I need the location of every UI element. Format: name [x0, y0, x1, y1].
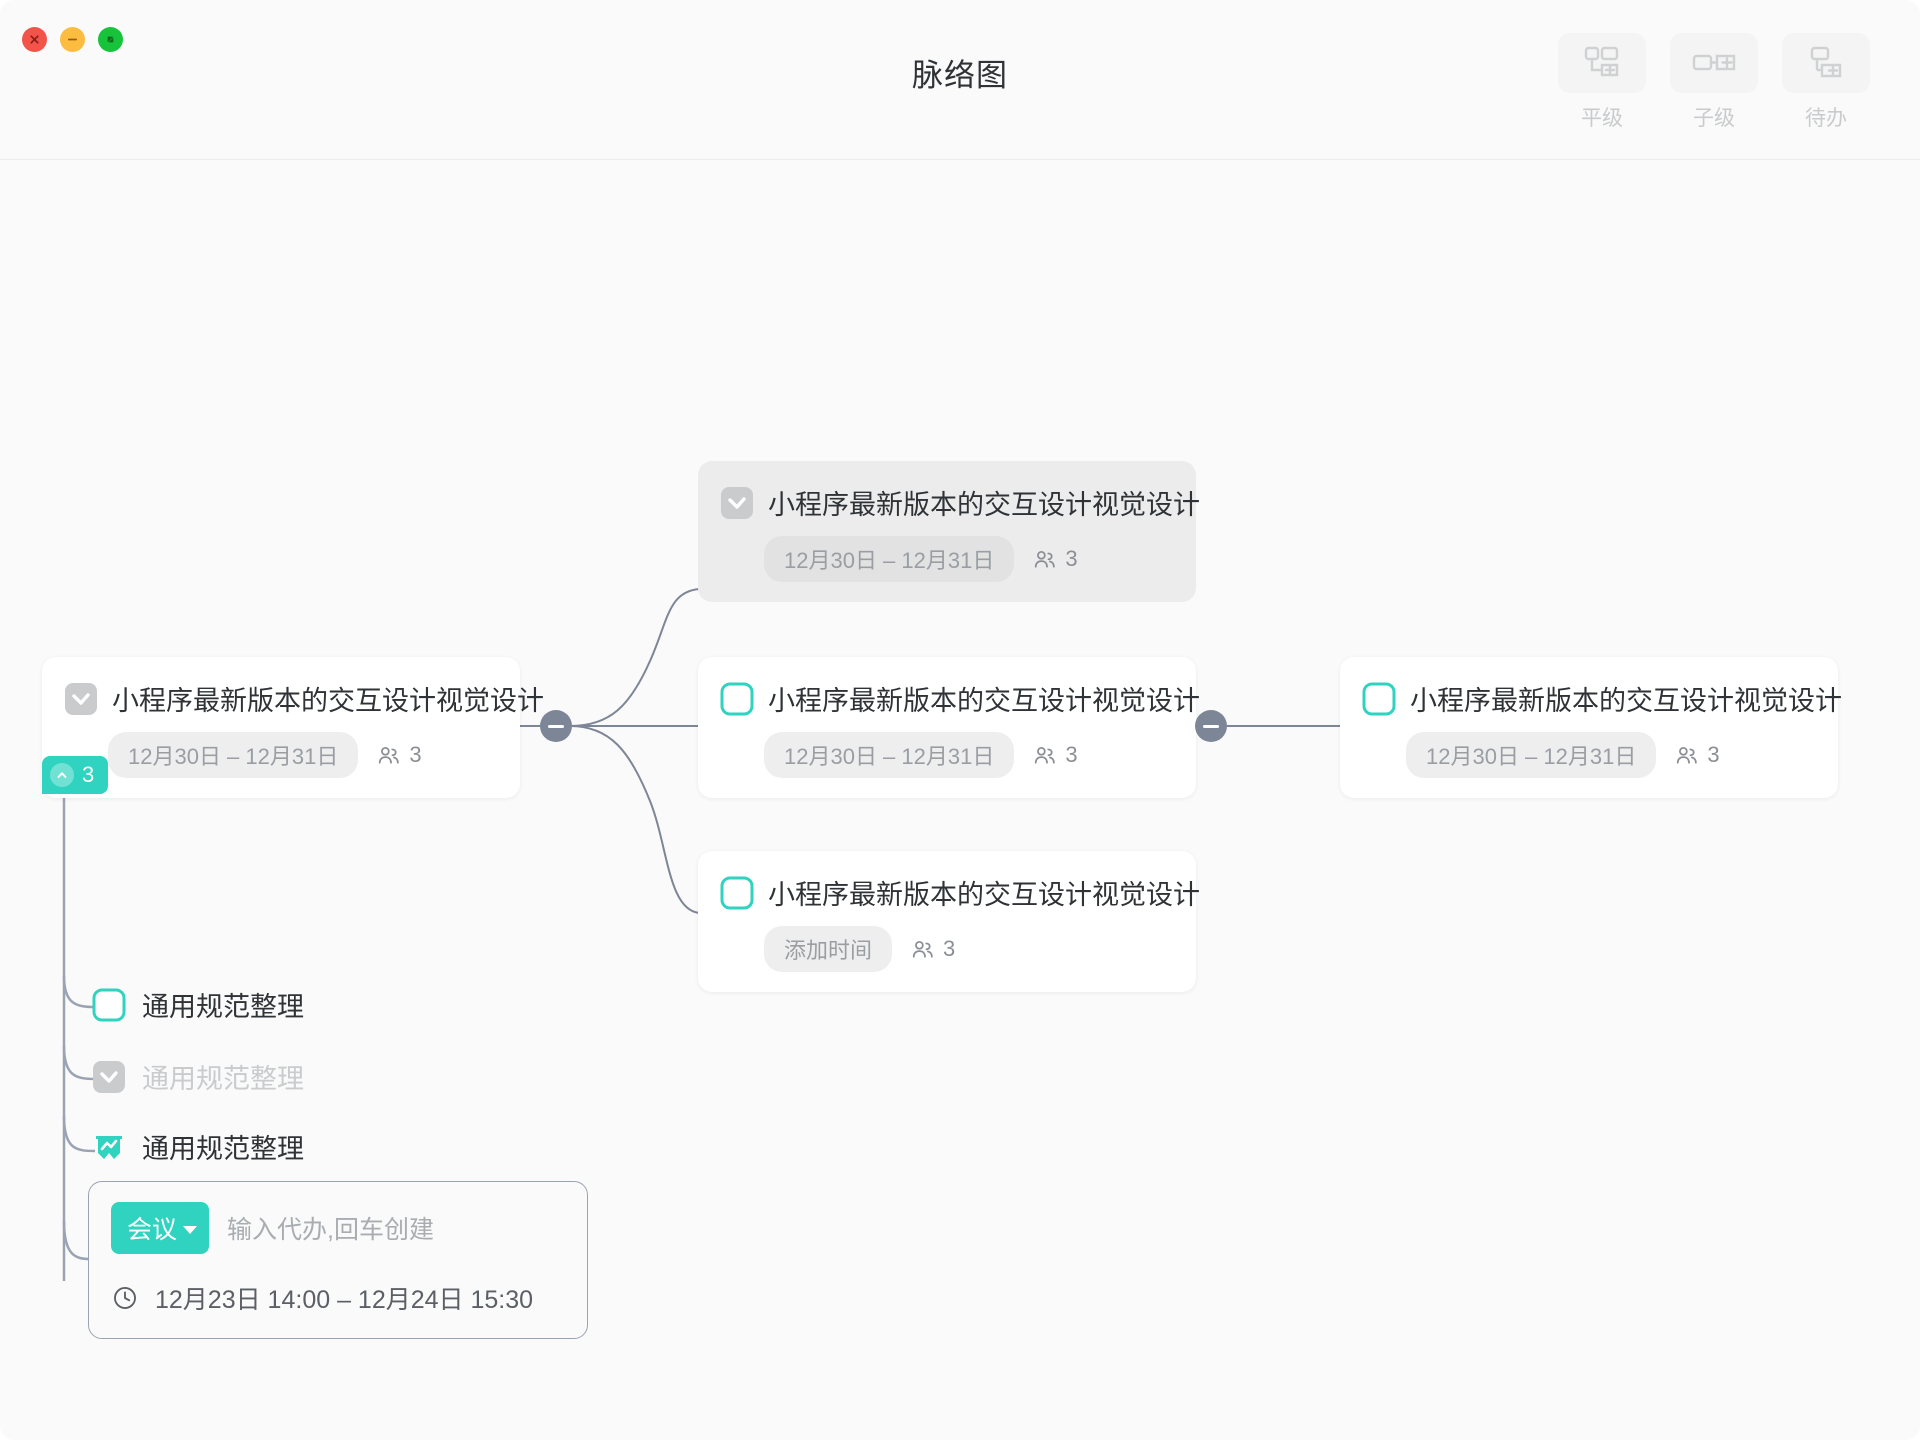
members-count-branch-bottom: 3	[943, 936, 956, 961]
todo-time-row[interactable]: 12月23日 14:00 – 12月24日 15:30	[111, 1280, 565, 1316]
members-count-root: 3	[409, 742, 422, 767]
toolbar-button-sibling[interactable]: 平级	[1556, 33, 1648, 132]
subitem-row-2[interactable]: 通用规范整理	[92, 1057, 304, 1096]
members-branch-bottom: 3	[910, 936, 955, 962]
date-pill-leaf-right[interactable]: 12月30日 – 12月31日	[1406, 732, 1657, 778]
node-header-root: 小程序最新版本的交互设计视觉设计	[64, 679, 544, 718]
maximize-icon	[107, 36, 114, 43]
node-meta-root: 12月30日 – 12月31日 3	[108, 732, 492, 778]
todo-type-label: 会议	[127, 1216, 178, 1244]
date-pill-branch-top[interactable]: 12月30日 – 12月31日	[764, 536, 1015, 582]
collapse-handle-root[interactable]	[540, 710, 572, 742]
members-count-branch-middle: 3	[1065, 742, 1078, 767]
toolbar-label-sibling: 平级	[1581, 107, 1623, 130]
node-meta-branch-top: 12月30日 – 12月31日 3	[764, 536, 1168, 582]
toolbar-icon-wrap-child	[1670, 33, 1758, 93]
toolbar: 平级 子级	[1556, 33, 1872, 132]
node-title-root: 小程序最新版本的交互设计视觉设计	[112, 686, 544, 716]
node-title-branch-bottom: 小程序最新版本的交互设计视觉设计	[768, 880, 1200, 910]
node-meta-branch-bottom: 添加时间 3	[764, 926, 1168, 972]
node-header-leaf-right: 小程序最新版本的交互设计视觉设计	[1362, 679, 1842, 718]
checkbox-unchecked-teal-icon[interactable]	[1362, 682, 1396, 716]
checkbox-checked-gray-icon[interactable]	[92, 1060, 126, 1094]
todo-text-input[interactable]: 输入代办,回车创建	[227, 1216, 434, 1244]
toolbar-label-todo: 待办	[1805, 107, 1847, 130]
node-header-branch-bottom: 小程序最新版本的交互设计视觉设计	[720, 873, 1200, 912]
presentation-chart-icon[interactable]	[92, 1130, 126, 1164]
toolbar-button-child[interactable]: 子级	[1668, 33, 1760, 132]
close-window-button[interactable]	[22, 27, 47, 52]
minus-icon	[548, 724, 564, 728]
toolbar-button-todo[interactable]: 待办	[1780, 33, 1872, 132]
node-card-branch-bottom[interactable]: 小程序最新版本的交互设计视觉设计 添加时间 3	[698, 851, 1200, 992]
subitem-row-3[interactable]: 通用规范整理	[92, 1127, 304, 1166]
subitem-label-2: 通用规范整理	[142, 1064, 304, 1094]
date-pill-branch-middle[interactable]: 12月30日 – 12月31日	[764, 732, 1015, 778]
checkbox-unchecked-teal-icon[interactable]	[92, 988, 126, 1022]
node-title-branch-middle: 小程序最新版本的交互设计视觉设计	[768, 686, 1200, 716]
people-icon	[1035, 550, 1056, 568]
node-meta-branch-middle: 12月30日 – 12月31日 3	[764, 732, 1168, 778]
toolbar-icon-wrap-todo	[1782, 33, 1870, 93]
subitem-row-1[interactable]: 通用规范整理	[92, 985, 304, 1024]
checkbox-unchecked-teal-icon[interactable]	[720, 682, 754, 716]
chevron-up-icon	[50, 763, 74, 787]
subitem-label-3: 通用规范整理	[142, 1134, 304, 1164]
page-title: 脉络图	[912, 58, 1008, 93]
collapse-handle-middle[interactable]	[1195, 710, 1227, 742]
node-card-leaf-right[interactable]: 小程序最新版本的交互设计视觉设计 12月30日 – 12月31日 3	[1340, 657, 1842, 798]
edge-connectors	[62, 588, 1342, 1281]
minimize-window-button[interactable]	[60, 27, 85, 52]
expand-badge-count-root: 3	[82, 762, 95, 787]
people-icon	[379, 746, 400, 764]
members-root: 3	[376, 742, 422, 768]
window-controls	[22, 27, 123, 52]
chevron-down-icon	[183, 1225, 198, 1234]
title-bar: 脉络图 平级	[0, 0, 1920, 160]
clock-icon	[114, 1287, 136, 1309]
subitem-label-1: 通用规范整理	[142, 992, 304, 1022]
members-count-branch-top: 3	[1065, 546, 1078, 571]
people-icon	[1035, 746, 1056, 764]
node-meta-leaf-right: 12月30日 – 12月31日 3	[1406, 732, 1810, 778]
todo-input-card[interactable]: 会议 输入代办,回车创建 12月23日 14:00 – 12月24日 15:30	[88, 1181, 588, 1339]
node-card-root[interactable]: 小程序最新版本的交互设计视觉设计 12月30日 – 12月31日 3	[42, 657, 544, 798]
mindmap-canvas[interactable]: 小程序最新版本的交互设计视觉设计 12月30日 – 12月31日 3	[0, 161, 1920, 1440]
close-icon	[30, 35, 39, 44]
members-leaf-right: 3	[1674, 742, 1720, 768]
checkbox-checked-gray-icon[interactable]	[720, 486, 754, 520]
minimize-icon	[67, 38, 78, 41]
people-icon	[1677, 746, 1698, 764]
add-child-node-icon	[1692, 54, 1736, 71]
node-header-branch-top: 小程序最新版本的交互设计视觉设计	[720, 483, 1200, 522]
todo-type-chip[interactable]: 会议	[111, 1202, 210, 1254]
members-branch-middle: 3	[1032, 742, 1078, 768]
checkbox-unchecked-teal-icon[interactable]	[720, 876, 754, 910]
toolbar-icon-wrap-sibling	[1558, 33, 1646, 93]
members-branch-top: 3	[1032, 546, 1078, 572]
expand-collapse-badge-root[interactable]: 3	[42, 756, 109, 794]
node-title-branch-top: 小程序最新版本的交互设计视觉设计	[768, 490, 1200, 520]
add-todo-node-icon	[1810, 46, 1842, 78]
add-time-pill-branch-bottom[interactable]: 添加时间	[764, 926, 893, 972]
checkbox-checked-gray-icon[interactable]	[64, 682, 98, 716]
node-title-leaf-right: 小程序最新版本的交互设计视觉设计	[1410, 686, 1842, 716]
members-count-leaf-right: 3	[1707, 742, 1720, 767]
maximize-window-button[interactable]	[98, 27, 123, 52]
todo-input-row: 会议 输入代办,回车创建	[111, 1202, 565, 1254]
node-card-branch-middle[interactable]: 小程序最新版本的交互设计视觉设计 12月30日 – 12月31日 3	[698, 657, 1200, 798]
node-card-branch-top[interactable]: 小程序最新版本的交互设计视觉设计 12月30日 – 12月31日 3	[698, 461, 1200, 602]
minus-icon	[1203, 724, 1219, 728]
date-pill-root[interactable]: 12月30日 – 12月31日	[108, 732, 359, 778]
node-header-branch-middle: 小程序最新版本的交互设计视觉设计	[720, 679, 1200, 718]
people-icon	[912, 940, 933, 958]
toolbar-label-child: 子级	[1693, 107, 1735, 130]
todo-time-value: 12月23日 14:00 – 12月24日 15:30	[155, 1286, 534, 1314]
add-sibling-node-icon	[1584, 46, 1619, 77]
